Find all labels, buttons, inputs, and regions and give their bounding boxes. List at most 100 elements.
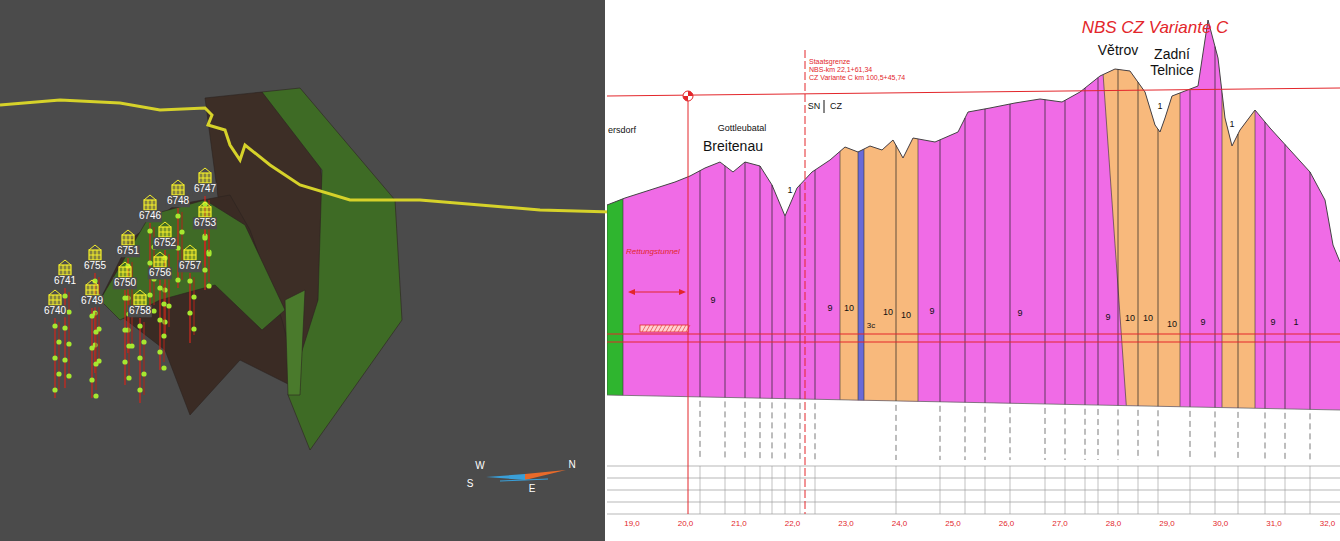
borehole-line — [772, 185, 773, 398]
geology-section — [607, 0, 1340, 541]
borehole-line — [1065, 100, 1066, 404]
borehole-marker — [199, 168, 211, 183]
borehole-line — [940, 140, 941, 402]
borehole-line — [760, 166, 761, 398]
terrain-line — [607, 20, 1340, 262]
borehole-extension — [760, 402, 761, 460]
dimension-arrow — [628, 289, 686, 295]
borehole-line — [725, 166, 726, 398]
borehole-id: 6747 — [193, 183, 217, 195]
borehole-extension — [1285, 413, 1286, 460]
borehole-extension — [1118, 409, 1119, 460]
borehole-line — [1010, 104, 1011, 403]
chainage-km: 28,0 — [1106, 519, 1122, 528]
borehole-id: 6741 — [53, 275, 77, 287]
station-line — [688, 96, 689, 514]
borehole-extension — [1215, 411, 1216, 460]
borehole-extension — [1138, 410, 1139, 460]
unit-number: 9 — [1270, 317, 1275, 327]
country-code: CZ — [830, 101, 842, 111]
borehole — [62, 288, 71, 388]
borehole-extension — [1085, 409, 1086, 460]
border-line — [805, 50, 806, 514]
place-name: Breitenau — [703, 138, 763, 154]
borehole-id: 6755 — [83, 260, 107, 272]
borehole — [122, 290, 131, 385]
rock-unit — [607, 100, 623, 430]
escape-tunnel-hatch — [642, 325, 690, 332]
borehole-marker — [119, 262, 131, 277]
borehole — [157, 280, 166, 371]
chainage-km: 32,0 — [1320, 519, 1336, 528]
borehole — [137, 318, 146, 403]
borehole-id: 6753 — [193, 217, 217, 229]
dimension-line — [630, 292, 684, 293]
border-divider — [824, 100, 825, 113]
unit-number: 1 — [787, 185, 792, 195]
borehole-marker — [134, 290, 146, 305]
unit-number: 1 — [1229, 119, 1234, 129]
borehole-extension — [785, 403, 786, 460]
borehole-line — [1138, 82, 1139, 406]
compass-letter: S — [467, 478, 474, 490]
borehole-id: 6748 — [166, 195, 190, 207]
unit-number: 9 — [1200, 317, 1205, 327]
table-rule — [607, 514, 1340, 515]
borehole-marker — [199, 202, 211, 217]
tunnel-line — [607, 333, 1340, 334]
chainage-km: 19,0 — [624, 519, 640, 528]
unit-number: 1 — [1293, 317, 1298, 327]
unit-number: 9 — [929, 306, 934, 316]
borehole-marker — [144, 195, 156, 210]
borehole-extension — [940, 406, 941, 460]
section-base — [607, 395, 1340, 410]
unit-number: 10 — [901, 310, 911, 320]
chainage-km: 21,0 — [731, 519, 747, 528]
borehole — [187, 273, 196, 343]
compass-symbol — [486, 470, 566, 481]
table-rule — [607, 502, 1340, 503]
borehole-line — [1190, 89, 1191, 407]
borehole-extension — [1098, 409, 1099, 460]
country-code: SN — [808, 101, 821, 111]
tunnel-note: Rettungstunnel — [626, 247, 680, 256]
borehole-line — [896, 145, 897, 401]
borehole-marker — [159, 222, 171, 237]
station-mark — [683, 91, 693, 101]
borehole — [89, 308, 98, 399]
border-note: Staatsgrenze — [809, 58, 850, 66]
table-rule — [607, 466, 1340, 467]
chainage-km: 27,0 — [1052, 519, 1068, 528]
borehole-extension — [815, 403, 816, 460]
borehole-marker — [86, 280, 98, 295]
border-note: NBS-km 22,1+61,34 — [809, 66, 872, 74]
unit-number: 10 — [1143, 313, 1153, 323]
borehole-id: 6750 — [113, 277, 137, 289]
borehole-extension — [1310, 413, 1311, 460]
borehole-line — [1158, 129, 1159, 406]
border-note: CZ Variante C km 100,5+45,74 — [809, 74, 905, 82]
borehole-extension — [896, 405, 897, 460]
borehole-id: 6751 — [116, 245, 140, 257]
model-background — [0, 0, 605, 541]
borehole-marker — [172, 180, 184, 195]
compass-letter: N — [568, 459, 575, 471]
borehole-extension — [1010, 407, 1011, 460]
fault-surface — [100, 200, 285, 330]
borehole-line — [1285, 145, 1286, 409]
borehole-extension — [745, 402, 746, 460]
chainage-km: 23,0 — [838, 519, 854, 528]
borehole-line — [1215, 47, 1216, 408]
compass-letter: W — [475, 460, 484, 472]
station-mark — [683, 91, 693, 101]
borehole — [202, 230, 211, 290]
borehole-extension — [1190, 411, 1191, 460]
rock-unit — [1222, 10, 1255, 430]
borehole-line — [1098, 78, 1099, 405]
profile-background — [605, 0, 1340, 541]
borehole-marker — [89, 245, 101, 260]
borehole-line — [1310, 172, 1311, 409]
borehole-line — [1265, 122, 1266, 408]
chainage-km: 22,0 — [785, 519, 801, 528]
summit-name: Zadní Telnice — [1144, 46, 1200, 78]
